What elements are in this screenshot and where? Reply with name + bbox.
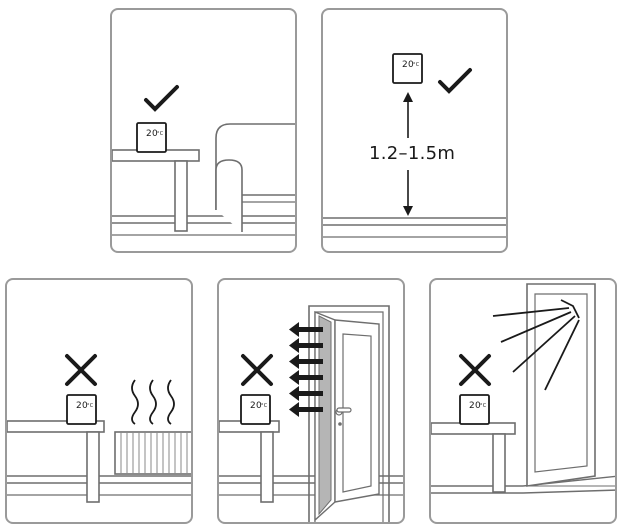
arrow-left-icon <box>295 359 323 364</box>
cross-icon <box>65 354 97 386</box>
panel-desk-correct: 20 °C <box>110 8 297 253</box>
device-display-unit: °C <box>261 403 268 409</box>
radiator <box>114 431 191 475</box>
table-top <box>7 420 105 433</box>
draft-arrows <box>289 322 323 417</box>
device-display-unit: °C <box>87 403 94 409</box>
check-icon <box>438 68 472 94</box>
cross-icon <box>459 354 491 386</box>
device-display-unit: °C <box>157 131 164 137</box>
table-leg <box>492 433 506 493</box>
floor-perspective-2 <box>522 489 615 494</box>
thermostat-device <box>136 122 167 153</box>
panel-door-incorrect: 20 °C <box>217 278 405 524</box>
device-display: 20 <box>146 129 159 139</box>
thermostat-device <box>459 394 490 425</box>
panel-window-incorrect: 20 °C <box>429 278 617 524</box>
table-leg <box>260 431 274 503</box>
arrow-left-icon <box>295 407 323 412</box>
device-display-unit: °C <box>413 62 420 68</box>
device-display-unit: °C <box>480 403 487 409</box>
door-scene <box>219 305 403 522</box>
heat-wave-icon <box>149 379 157 425</box>
cross-icon <box>241 354 273 386</box>
heat-wave-icon <box>131 379 139 425</box>
window-scene <box>431 283 615 494</box>
sofa-back <box>215 123 295 210</box>
panel-radiator-incorrect: 20 °C <box>5 278 193 524</box>
device-display: 20 <box>76 401 89 411</box>
thermostat-device <box>240 394 271 425</box>
panel-height-correct: 20 °C 1.2–1.5m <box>321 8 508 253</box>
window <box>526 283 615 487</box>
arrow-left-icon <box>295 375 323 380</box>
device-display: 20 <box>250 401 263 411</box>
device-display: 20 <box>469 401 482 411</box>
arrow-up-icon <box>403 92 413 102</box>
thermostat-device <box>66 394 97 425</box>
arrow-left-icon <box>295 327 323 332</box>
height-scene <box>323 53 506 238</box>
table-leg <box>86 431 100 503</box>
height-label: 1.2–1.5m <box>369 143 456 164</box>
sun-rays <box>492 299 580 391</box>
check-icon <box>144 85 179 112</box>
device-display: 20 <box>402 60 415 70</box>
heat-wave-icon <box>167 379 175 425</box>
arrow-left-icon <box>295 343 323 348</box>
arrow-left-icon <box>295 391 323 396</box>
desk-scene <box>112 85 295 236</box>
radiator-scene <box>7 354 191 503</box>
thermostat-device <box>392 53 423 84</box>
door <box>308 305 390 522</box>
sofa-arm <box>215 159 243 232</box>
table-leg <box>174 160 188 232</box>
arrow-down-icon <box>403 206 413 216</box>
